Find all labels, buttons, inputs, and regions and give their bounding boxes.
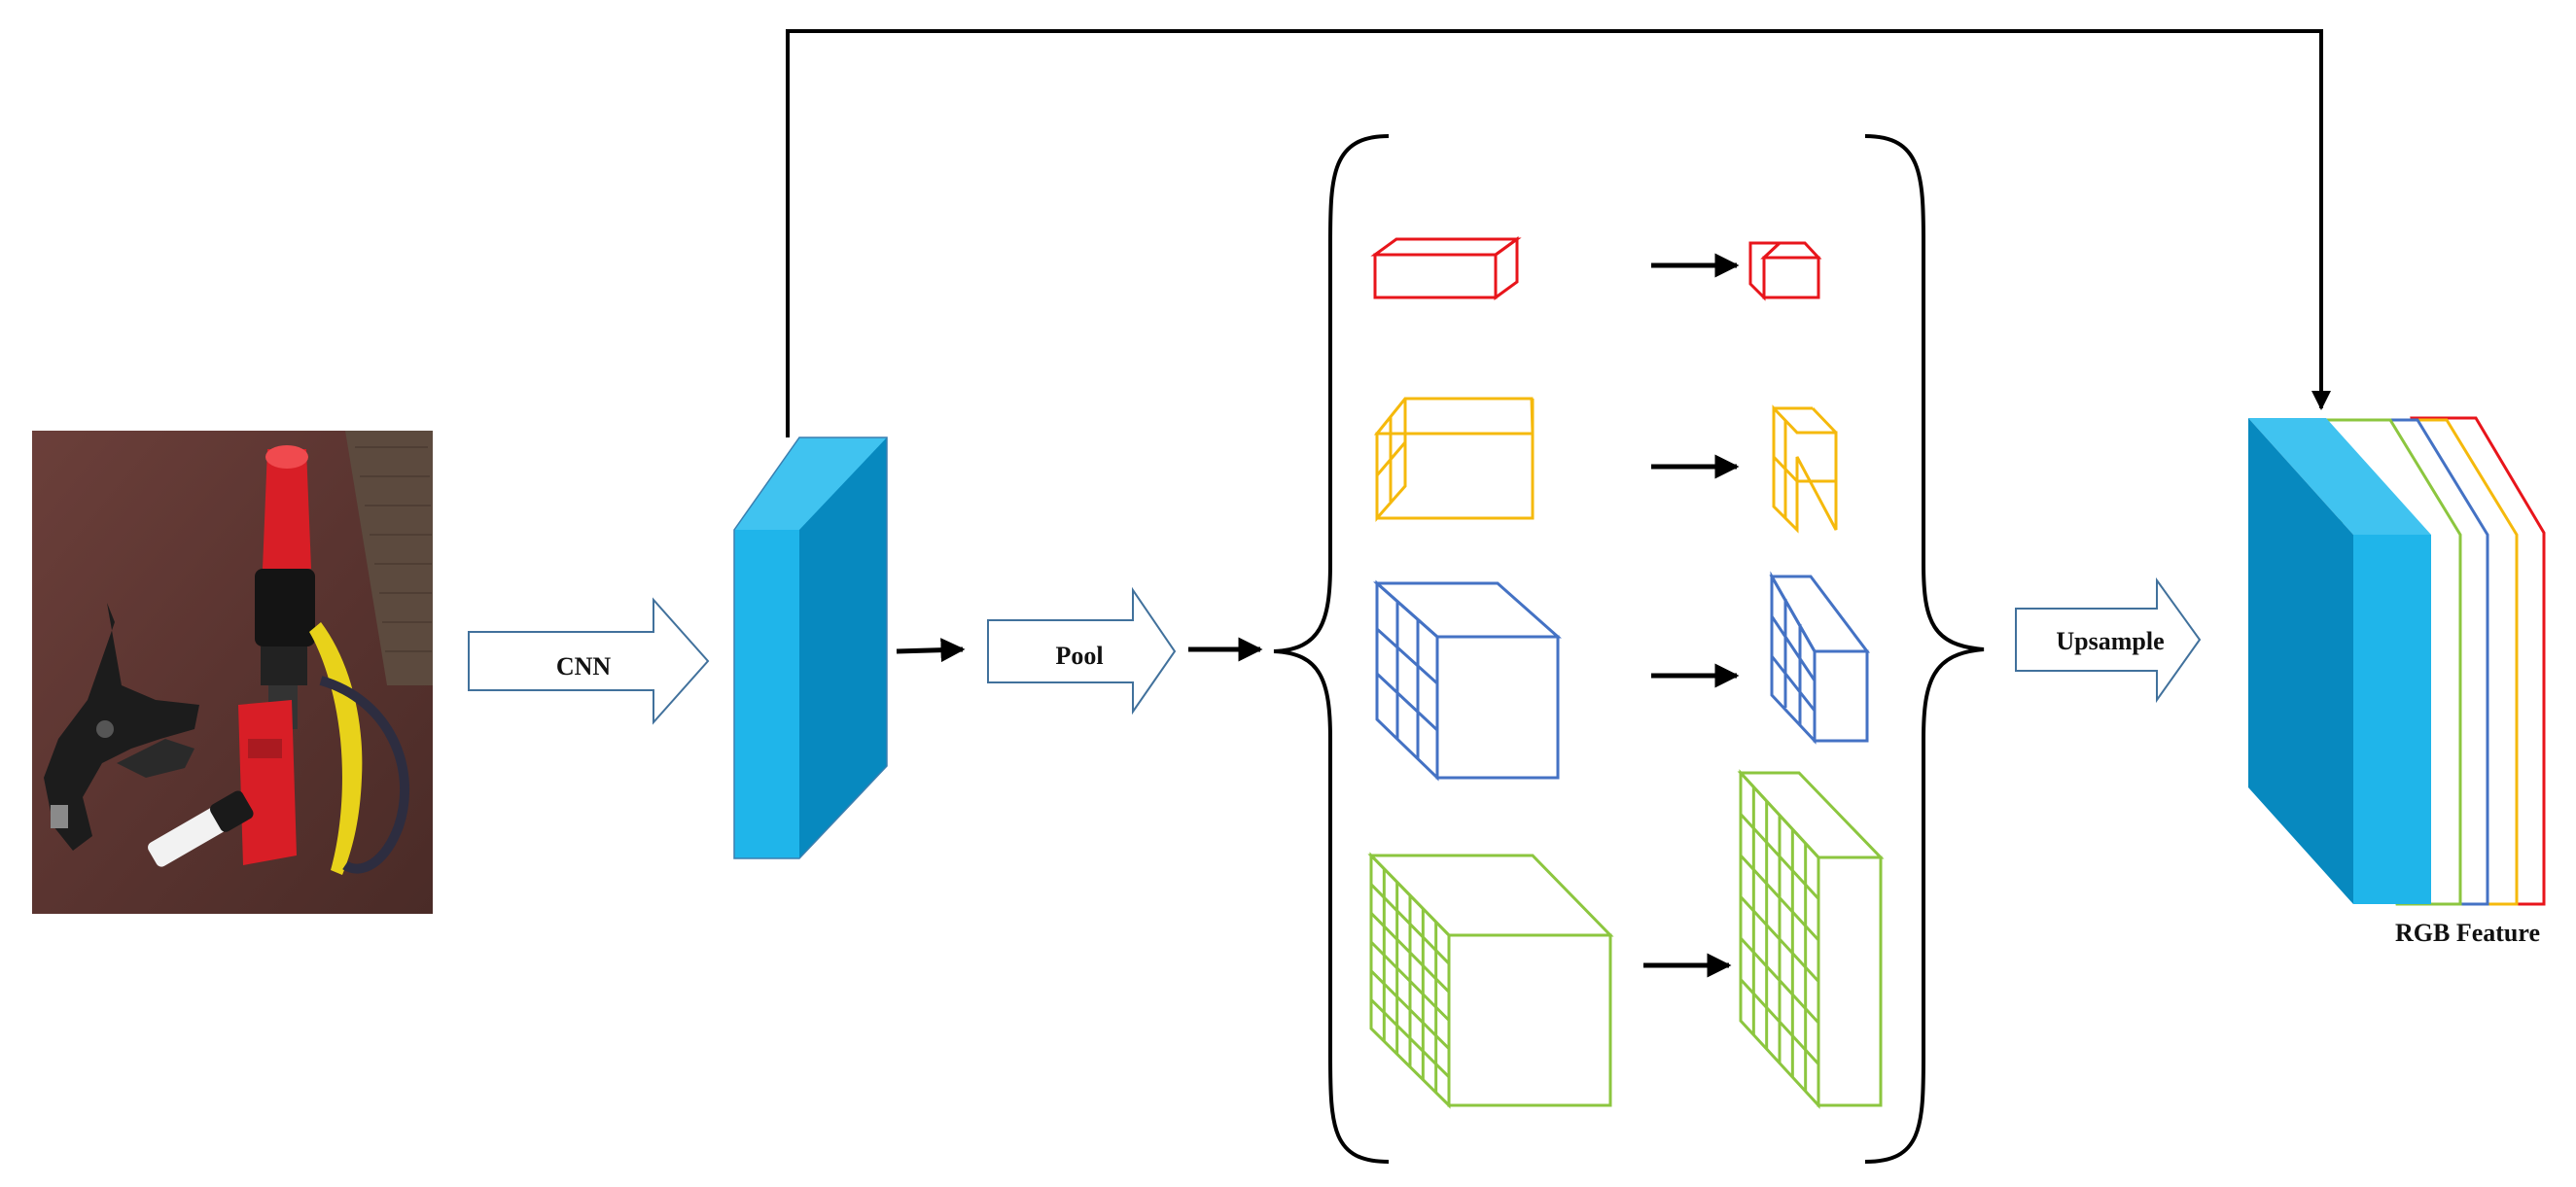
pool-label: Pool	[1055, 642, 1103, 670]
feature-to-pool-arrow	[896, 638, 966, 663]
output-feature-stack: RGB Feature	[2248, 416, 2546, 947]
level1-pooled-box	[1373, 253, 1498, 299]
grid-line	[1369, 998, 1451, 1078]
cnn-feature-map	[733, 436, 888, 859]
drill-object	[238, 445, 315, 865]
level3-pooled-box	[1435, 635, 1560, 780]
pool-arrow[interactable]: Pool	[987, 586, 1177, 716]
pyramid-level-2	[1373, 397, 1838, 534]
input-image	[32, 431, 433, 914]
level2-output-box	[1772, 404, 1838, 534]
cable-object	[319, 676, 410, 874]
cnn-label: CNN	[556, 652, 612, 681]
clamp-object	[44, 603, 199, 851]
upsample-label: Upsample	[2056, 627, 2164, 655]
level3-output-box	[1813, 649, 1869, 743]
level4-output-box	[1817, 855, 1883, 1107]
marker-object	[148, 790, 254, 867]
level4-pooled-box	[1447, 933, 1612, 1107]
cnn-arrow[interactable]: CNN	[468, 597, 710, 725]
pyramid-level-1	[1370, 236, 1822, 301]
banana-object	[309, 622, 363, 875]
level1-output-cube	[1762, 256, 1820, 299]
upsample-arrow[interactable]: Upsample	[2015, 576, 2202, 704]
skip-connection-arrow	[786, 29, 2331, 437]
right-curly-brace	[1864, 134, 1985, 1164]
pyramid-level-3	[1373, 571, 1871, 782]
left-curly-brace	[1273, 134, 1390, 1164]
pyramid-level-4	[1367, 769, 1885, 1109]
output-label: RGB Feature	[2395, 919, 2540, 947]
grid-line	[1739, 978, 1820, 1065]
